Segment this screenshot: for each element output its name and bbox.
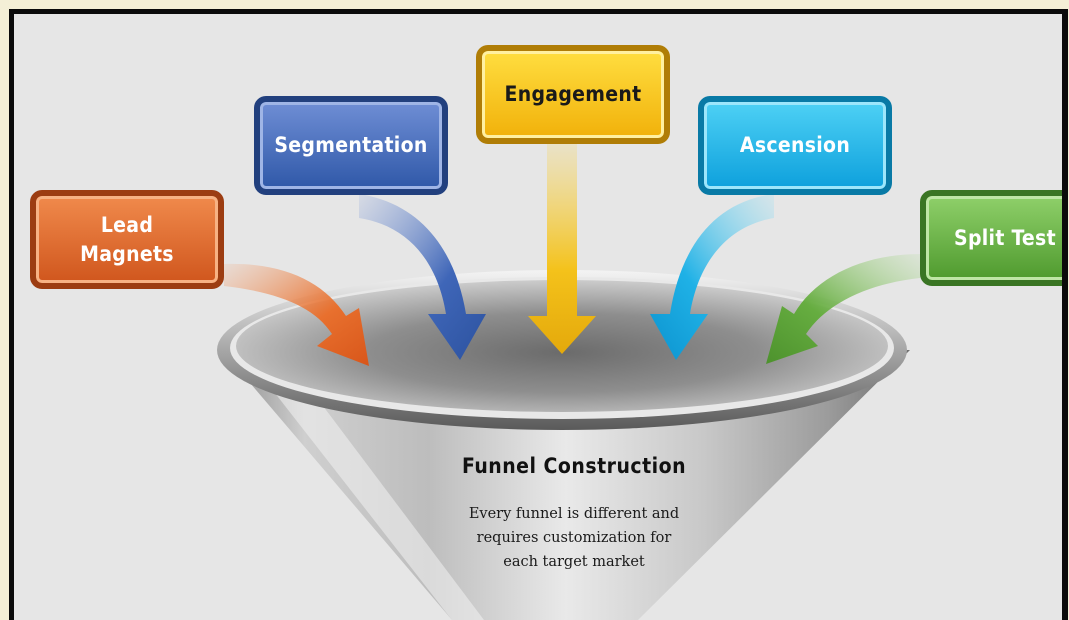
box-split-test: Split Test (920, 190, 1062, 286)
box-engagement: Engagement (476, 45, 670, 144)
arrow-lead-magnets (224, 263, 369, 366)
arrow-ascension (650, 194, 774, 360)
arrow-engagement (528, 144, 596, 354)
diagram-frame: Lead Magnets Segmentation Engagement Asc… (9, 9, 1068, 620)
funnel-graphic (217, 144, 920, 620)
box-label: Engagement (504, 82, 642, 106)
box-label: Split Test (954, 225, 1056, 250)
arrow-split-test (766, 254, 920, 364)
box-label: Lead Magnets (80, 212, 174, 266)
box-ascension: Ascension (698, 96, 892, 195)
box-label: Segmentation (274, 133, 428, 157)
arrow-segmentation (359, 194, 486, 360)
box-lead-magnets: Lead Magnets (30, 190, 224, 289)
funnel-description: Every funnel is different and requires c… (468, 506, 680, 570)
funnel-cone-highlight (264, 379, 484, 620)
box-segmentation: Segmentation (254, 96, 448, 195)
funnel-title: Funnel Construction (461, 454, 687, 478)
box-label: Ascension (739, 133, 851, 157)
